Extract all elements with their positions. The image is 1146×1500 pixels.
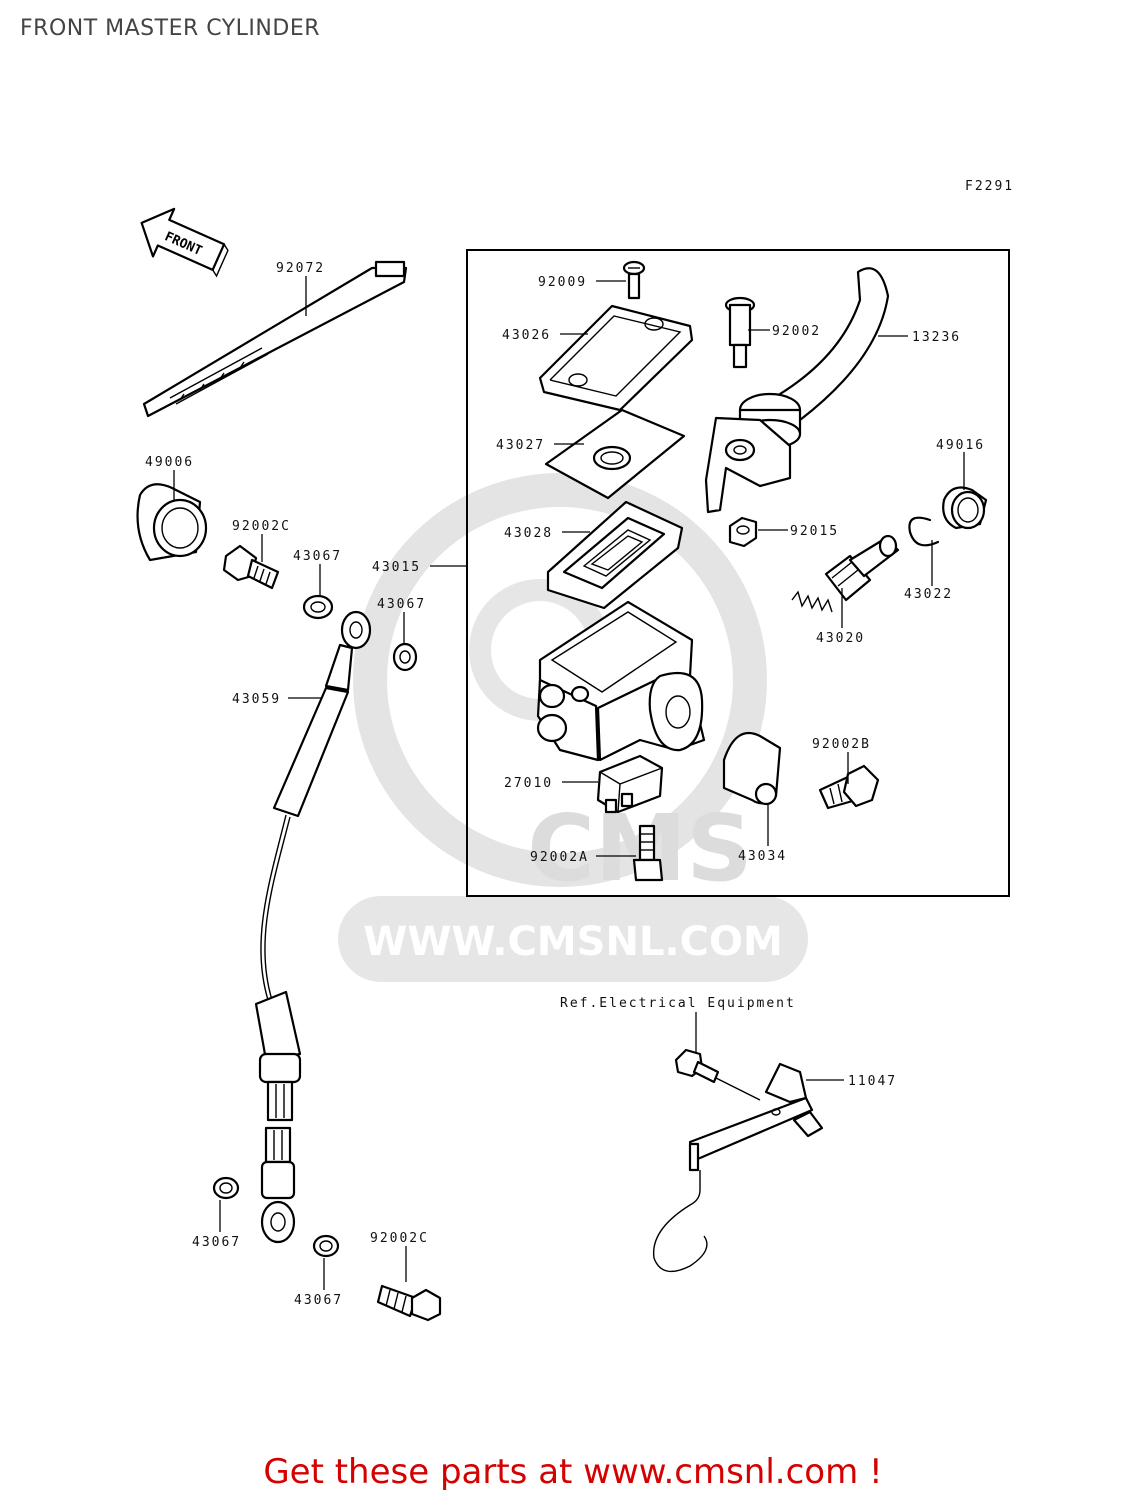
watermark-url: WWW.CMSNL.COM (363, 919, 783, 965)
banjo-bolt-92002c-bottom (376, 1284, 442, 1322)
part-label-11047: 11047 (848, 1074, 897, 1089)
part-label-92002c-top: 92002C (232, 519, 291, 534)
part-label-43067-c: 43067 (192, 1235, 241, 1250)
cap-49016 (942, 486, 988, 530)
part-label-92072: 92072 (276, 261, 325, 276)
reference-label: Ref.Electrical Equipment (560, 996, 796, 1011)
part-label-43027: 43027 (496, 438, 545, 453)
master-cylinder-body (536, 600, 706, 762)
piston-kit-43020 (791, 534, 900, 613)
watermark: CMS WWW.CMSNL.COM (338, 473, 808, 982)
part-label-43026: 43026 (502, 328, 551, 343)
clamp-43034 (722, 731, 782, 806)
cable-tie-92072 (142, 260, 408, 418)
bolt-92002a (632, 824, 664, 882)
part-label-92002b: 92002B (812, 737, 871, 752)
reservoir-cap-43026 (538, 304, 694, 412)
part-label-43034: 43034 (738, 849, 787, 864)
washer-43067-c (212, 1176, 240, 1200)
promo-link[interactable]: Get these parts at www.cmsnl.com ! (263, 1452, 883, 1492)
part-label-43067-b: 43067 (377, 597, 426, 612)
brake-hose-43059 (254, 610, 372, 1244)
screw-92009 (622, 260, 646, 300)
diaphragm-43028 (546, 500, 684, 610)
part-label-92002: 92002 (772, 324, 821, 339)
part-label-27010: 27010 (504, 776, 553, 791)
bracket-11047 (652, 1048, 824, 1273)
washer-43067-d (312, 1234, 340, 1258)
pivot-bolt-92002 (724, 296, 756, 369)
brake-switch-27010 (596, 754, 664, 814)
brake-lever-13236 (704, 267, 890, 514)
circlip-43022 (908, 516, 940, 547)
part-label-92002c-bottom: 92002C (370, 1231, 429, 1246)
page-title: FRONT MASTER CYLINDER (20, 16, 321, 41)
part-label-43028: 43028 (504, 526, 553, 541)
nut-92015 (728, 516, 758, 548)
part-label-92015: 92015 (790, 524, 839, 539)
part-label-92009: 92009 (538, 275, 587, 290)
bolt-92002b (818, 764, 880, 810)
diaphragm-plate-43027 (544, 408, 686, 500)
banjo-bolt-92002c-top (222, 544, 280, 590)
part-label-43022: 43022 (904, 587, 953, 602)
exploded-parts-diagram: CMS WWW.CMSNL.COM F2291 FRONT (136, 179, 1014, 1322)
part-labels: 92072 49006 92002C 43067 43067 43015 430… (145, 261, 985, 1308)
front-arrow: FRONT (140, 207, 229, 278)
part-label-43059: 43059 (232, 692, 281, 707)
part-label-92002a: 92002A (530, 850, 589, 865)
washer-43067-a (302, 594, 334, 620)
assembly-43015-box (466, 249, 1010, 897)
diagram-code: F2291 (965, 179, 1014, 194)
part-label-13236: 13236 (912, 330, 961, 345)
washer-43067-b (392, 642, 418, 672)
part-label-43067-d: 43067 (294, 1293, 343, 1308)
boot-49006 (136, 483, 208, 562)
part-label-43015: 43015 (372, 560, 421, 575)
part-label-43067-a: 43067 (293, 549, 342, 564)
leader-lines (173, 276, 965, 1290)
part-label-49016: 49016 (936, 438, 985, 453)
part-label-49006: 49006 (145, 455, 194, 470)
part-label-43020: 43020 (816, 631, 865, 646)
